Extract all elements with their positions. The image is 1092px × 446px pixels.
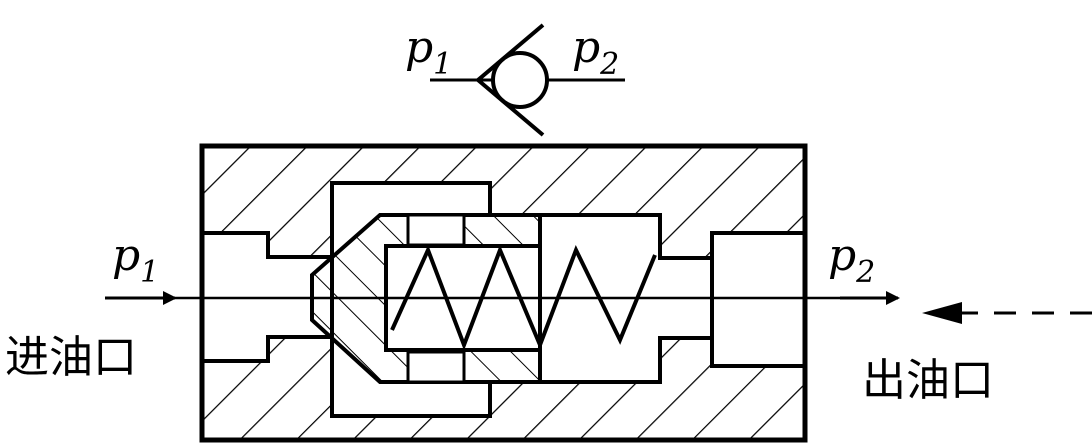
reverse-flow-arrowhead — [922, 302, 962, 324]
outlet-pressure-label: p2 — [828, 230, 875, 290]
symbol-outlet-pressure: p2 — [572, 22, 619, 82]
symbol-seat-upper — [476, 23, 545, 82]
poppet-slot-bottom — [406, 350, 466, 384]
symbol-seat-lower — [476, 78, 545, 137]
outlet-port-label: 出油口 — [862, 355, 994, 406]
outlet-port — [710, 231, 807, 368]
symbol-inlet-pressure: p1 — [405, 22, 452, 82]
symbol-ball — [491, 51, 549, 109]
inlet-pressure-label: p1 — [112, 230, 159, 290]
valve-body — [199, 143, 808, 443]
poppet-slot-top — [406, 213, 466, 247]
check-valve-symbol: p1 p2 — [405, 22, 625, 137]
inlet-port-label: 进油口 — [5, 332, 137, 383]
